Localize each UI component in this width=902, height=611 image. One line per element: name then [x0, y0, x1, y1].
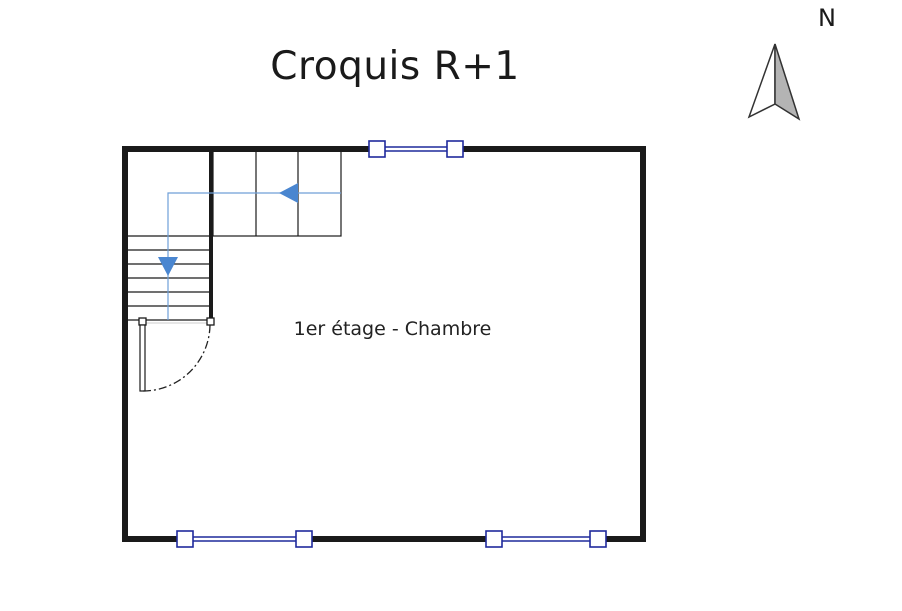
window-north [368, 140, 464, 158]
exterior-walls [122, 146, 646, 542]
wall-south-right [598, 536, 646, 542]
wall-east [640, 146, 646, 542]
door-swing [142, 323, 211, 392]
door-leaf [139, 324, 146, 392]
wall-north-left [122, 146, 376, 152]
wall-west [122, 146, 128, 542]
wall-south-left [122, 536, 186, 542]
window-south-left [176, 530, 313, 548]
wall-south-mid [304, 536, 494, 542]
stair-arrow-upper [279, 183, 298, 203]
door [138, 317, 215, 392]
stair-arrow-lower [158, 257, 178, 276]
north-arrow-icon [747, 43, 801, 121]
wall-north-right [456, 146, 646, 152]
staircase [128, 149, 342, 322]
north-label: N [818, 4, 836, 32]
plan-title: Croquis R+1 [270, 44, 520, 89]
room-label: 1er étage - Chambre [293, 318, 492, 340]
window-south-right [485, 530, 607, 548]
